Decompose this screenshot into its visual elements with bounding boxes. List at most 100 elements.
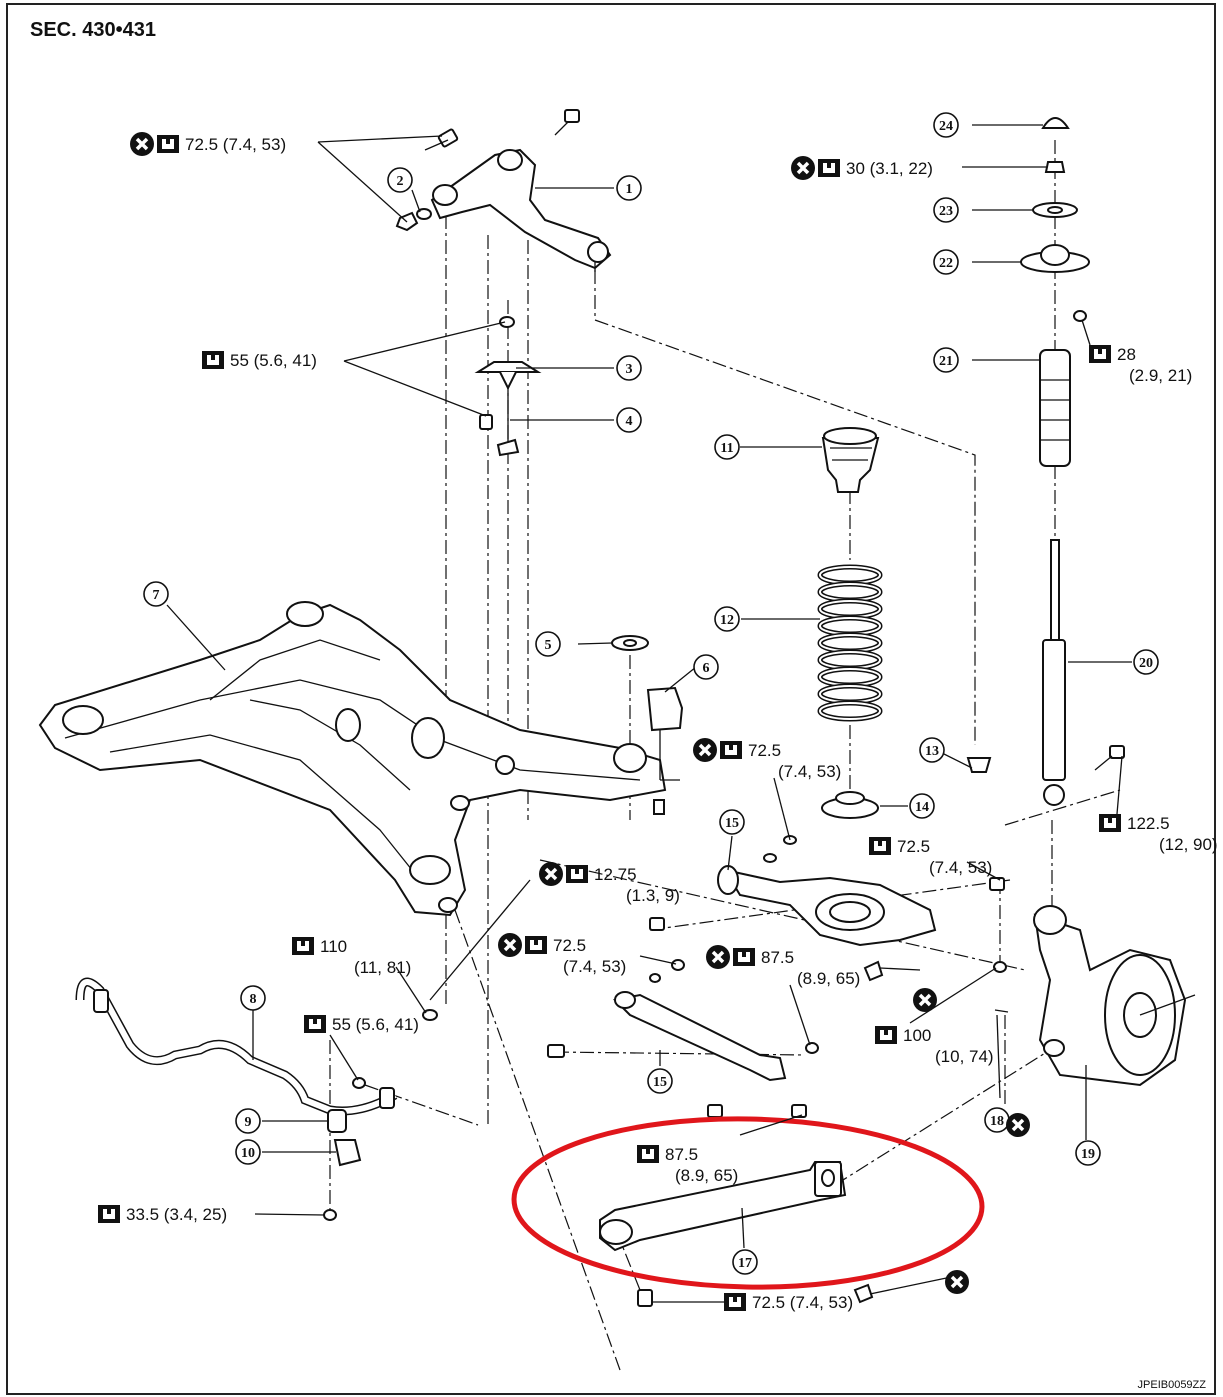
torque-wrench-icon (875, 1026, 897, 1044)
torque-text: (2.9, 21) (1129, 366, 1192, 385)
callout-number: 2 (397, 174, 404, 189)
torque-label-t5: 72.5(7.4, 53) (693, 738, 841, 781)
callout-13: 13 (919, 737, 945, 763)
callout-number: 5 (545, 638, 552, 653)
axle-knuckle-part-19 (1033, 905, 1196, 1087)
callout-4: 4 (616, 407, 642, 433)
callout-14: 14 (909, 793, 935, 819)
torque-label-t12: 55 (5.6, 41) (304, 1015, 419, 1034)
callout-8: 8 (240, 985, 266, 1011)
torque-text: 72.5 (553, 936, 586, 955)
callout-21: 21 (933, 347, 959, 373)
callout-18: 18 (984, 1107, 1010, 1133)
callout-number: 10 (241, 1146, 255, 1161)
torque-label-t3: 55 (5.6, 41) (202, 351, 317, 370)
callout-2: 2 (387, 167, 413, 193)
coil-spring-part-12 (817, 564, 883, 722)
torque-label-t13: 100(10, 74) (875, 1026, 994, 1066)
torque-text: 87.5 (761, 948, 794, 967)
callout-10: 10 (235, 1139, 261, 1165)
torque-wrench-icon (566, 865, 588, 883)
sensor-part-6 (646, 686, 684, 815)
callout-7: 7 (143, 581, 169, 607)
torque-text: (7.4, 53) (929, 858, 992, 877)
torque-wrench-icon (869, 837, 891, 855)
callout-number: 17 (738, 1256, 752, 1271)
bushing-part-9 (327, 1109, 347, 1133)
bracket-part-3-rod-part-4 (474, 361, 542, 457)
spring-seat-part-14 (821, 791, 879, 819)
torque-labels: 72.5 (7.4, 53)30 (3.1, 22)55 (5.6, 41)28… (98, 132, 1218, 1312)
torque-wrench-icon (1099, 814, 1121, 832)
callout-number: 12 (720, 613, 734, 628)
callout-number: 15 (725, 816, 739, 831)
torque-label-t11: 87.5(8.9, 65) (706, 945, 860, 988)
lower-link-part-15 (649, 835, 1005, 982)
torque-text: 33.5 (3.4, 25) (126, 1205, 227, 1224)
torque-wrench-icon (724, 1293, 746, 1311)
callout-17: 17 (732, 1249, 758, 1275)
torque-label-t2: 30 (3.1, 22) (791, 156, 933, 180)
section-title: SEC. 430•431 (30, 19, 156, 41)
nut-30 (1044, 161, 1066, 173)
torque-label-t16: 72.5 (7.4, 53) (724, 1293, 853, 1312)
callout-23: 23 (933, 197, 959, 223)
callout-number: 13 (925, 744, 939, 759)
torque-label-t4: 28(2.9, 21) (1089, 345, 1192, 385)
callout-number: 4 (626, 414, 633, 429)
torque-text: 12.75 (594, 865, 637, 884)
callout-22: 22 (933, 249, 959, 275)
callout-number: 9 (245, 1115, 252, 1130)
torque-text: (8.9, 65) (797, 969, 860, 988)
callout-number: 11 (720, 441, 733, 456)
callout-20: 20 (1133, 649, 1159, 675)
torque-text: 122.5 (1127, 814, 1170, 833)
mount-part-22 (1020, 244, 1090, 322)
callout-number: 18 (990, 1114, 1004, 1129)
callout-number: 15 (653, 1075, 667, 1090)
torque-label-t9: 110(11, 81) (292, 937, 411, 977)
callout-number: 22 (939, 256, 953, 271)
non-reusable-icon (130, 132, 154, 156)
torque-text: (11, 81) (354, 958, 411, 977)
callout-19: 19 (1075, 1140, 1101, 1166)
torque-text: (10, 74) (935, 1047, 994, 1066)
torque-text: 72.5 (7.4, 53) (185, 135, 286, 154)
torque-text: 55 (5.6, 41) (332, 1015, 419, 1034)
callout-1: 1 (616, 175, 642, 201)
torque-wrench-icon (525, 936, 547, 954)
torque-label-t14: 87.5(8.9, 65) (637, 1145, 738, 1185)
torque-wrench-icon (292, 937, 314, 955)
torque-wrench-icon (202, 351, 224, 369)
torque-text: 72.5 (748, 741, 781, 760)
torque-label-t10: 72.5(7.4, 53) (498, 933, 626, 976)
cap-part-24 (1041, 117, 1070, 129)
image-code: JPEIB0059ZZ (1138, 1379, 1207, 1391)
torque-text: 30 (3.1, 22) (846, 159, 933, 178)
washer-part-23 (1032, 202, 1078, 218)
torque-label-t15: 33.5 (3.4, 25) (98, 1205, 227, 1224)
callout-15: 15 (719, 809, 745, 835)
callout-number: 8 (250, 992, 257, 1007)
callout-number: 19 (1081, 1147, 1095, 1162)
torque-wrench-icon (720, 741, 742, 759)
callout-number: 6 (703, 661, 710, 676)
torque-text: (12, 90) (1159, 835, 1218, 854)
callout-24: 24 (933, 112, 959, 138)
torque-wrench-icon (1089, 345, 1111, 363)
dust-cover-part-21 (1039, 349, 1071, 467)
torque-text: 87.5 (665, 1145, 698, 1164)
torque-wrench-icon (637, 1145, 659, 1163)
non-reusable-icon (706, 945, 730, 969)
callout-number: 1 (626, 182, 633, 197)
non-reusable-icon (539, 862, 563, 886)
seal-part-5 (611, 635, 649, 651)
non-reusable-icon (791, 156, 815, 180)
torque-wrench-icon (733, 948, 755, 966)
torque-text: 72.5 (7.4, 53) (752, 1293, 853, 1312)
lateral-link-part-16 (547, 959, 819, 1082)
torque-label-t8: 12.75(1.3, 9) (539, 862, 680, 905)
non-reusable-icon (498, 933, 522, 957)
